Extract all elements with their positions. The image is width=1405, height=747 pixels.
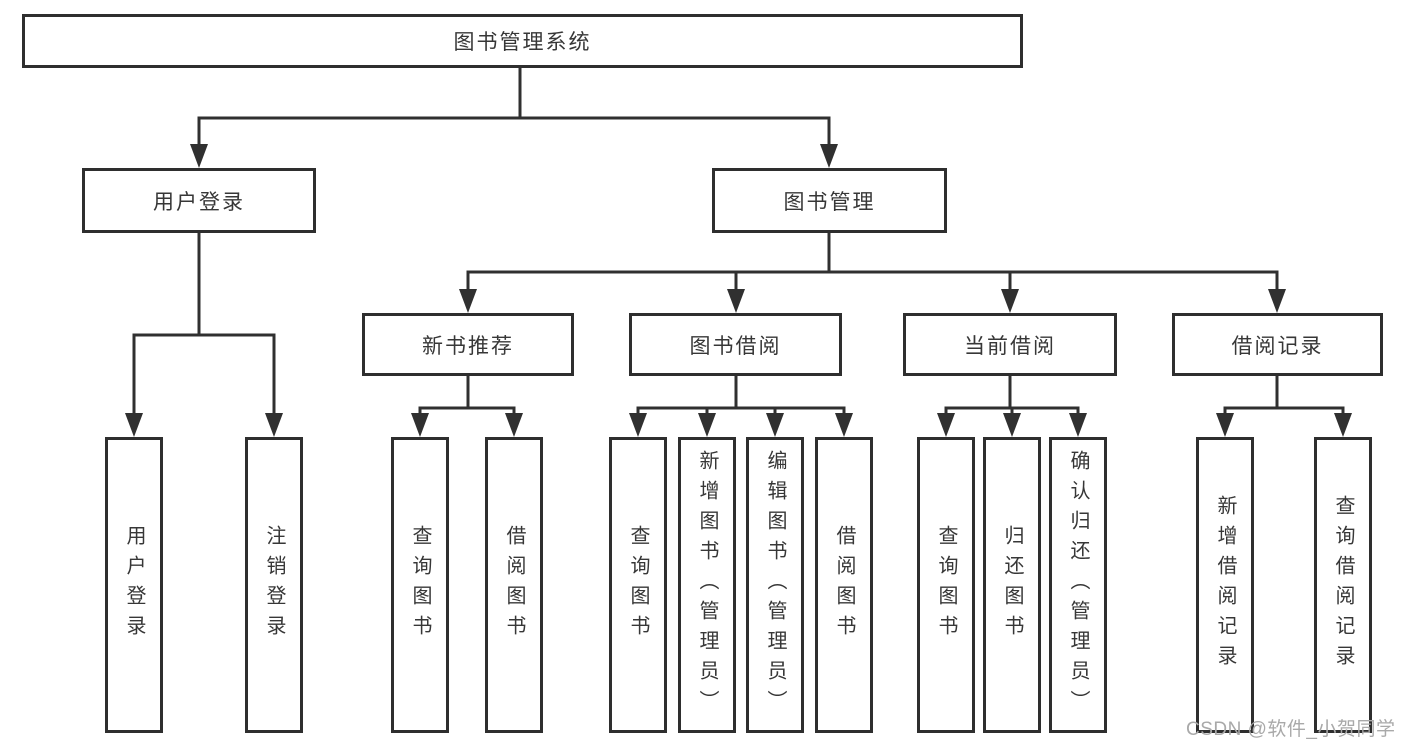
node-label: 新书推荐 [422,334,514,358]
connector-user-login-to-leaves [125,231,283,437]
node-leaf-query-books-current: 查询图书 [917,437,975,733]
arrow-down-icon [190,144,208,168]
node-current-borrowing: 当前借阅 [903,313,1117,376]
node-label: 新增借阅记录 [1214,495,1236,675]
node-borrowing-records: 借阅记录 [1172,313,1383,376]
connector-root-to-level2 [190,66,838,168]
connector-borrowing-records-to-leaves [1216,374,1352,437]
node-label: 用户登录 [123,525,145,645]
arrow-down-icon [1069,413,1087,437]
node-leaf-user-login: 用户登录 [105,437,163,733]
node-leaf-query-books-borrowing: 查询图书 [609,437,667,733]
node-label: 用户登录 [153,190,245,214]
node-leaf-edit-books-admin: 编辑图书（管理员） [746,437,804,733]
arrow-down-icon [459,289,477,313]
arrow-down-icon [835,413,853,437]
arrow-down-icon [698,413,716,437]
node-new-book-recommend: 新书推荐 [362,313,574,376]
arrow-down-icon [1001,289,1019,313]
arrow-down-icon [1216,413,1234,437]
arrow-down-icon [629,413,647,437]
node-book-management: 图书管理 [712,168,947,233]
node-leaf-query-books-recommend: 查询图书 [391,437,449,733]
arrow-down-icon [505,413,523,437]
node-leaf-add-books-admin: 新增图书（管理员） [678,437,736,733]
arrow-down-icon [1334,413,1352,437]
arrow-down-icon [1003,413,1021,437]
node-label: 查询图书 [627,525,649,645]
node-label: 当前借阅 [964,334,1056,358]
node-label: 查询图书 [935,525,957,645]
node-label: 借阅图书 [503,525,525,645]
node-label: 编辑图书（管理员） [764,450,786,720]
node-label: 查询图书 [409,525,431,645]
arrow-down-icon [1268,289,1286,313]
node-leaf-borrow-books-borrowing: 借阅图书 [815,437,873,733]
connector-current-borrowing-to-leaves [937,374,1087,437]
node-label: 图书管理 [783,190,876,214]
node-user-login: 用户登录 [82,168,316,233]
node-leaf-borrow-books-recommend: 借阅图书 [485,437,543,733]
connector-new-book-recommend-to-leaves [411,374,523,437]
csdn-watermark: CSDN @软件_小贺同学 [1186,719,1396,740]
connector-book-management-to-level3 [459,231,1286,313]
node-label: 确认归还（管理员） [1067,450,1089,720]
arrow-down-icon [265,413,283,437]
node-leaf-query-borrow-record: 查询借阅记录 [1314,437,1372,733]
node-label: 图书管理系统 [453,31,592,54]
arrow-down-icon [820,144,838,168]
arrow-down-icon [937,413,955,437]
node-label: 借阅记录 [1231,334,1324,358]
node-label: 新增图书（管理员） [696,450,718,720]
node-leaf-return-books: 归还图书 [983,437,1041,733]
arrow-down-icon [125,413,143,437]
node-library-system: 图书管理系统 [22,14,1023,68]
arrow-down-icon [727,289,745,313]
node-leaf-logout: 注销登录 [245,437,303,733]
node-label: 查询借阅记录 [1332,495,1354,675]
node-book-borrowing: 图书借阅 [629,313,842,376]
node-label: 归还图书 [1001,525,1023,645]
node-leaf-confirm-return-admin: 确认归还（管理员） [1049,437,1107,733]
connector-book-borrowing-to-leaves [629,374,853,437]
arrow-down-icon [411,413,429,437]
node-label: 注销登录 [263,525,285,645]
arrow-down-icon [766,413,784,437]
node-leaf-add-borrow-record: 新增借阅记录 [1196,437,1254,733]
node-label: 借阅图书 [833,525,855,645]
node-label: 图书借阅 [689,334,782,358]
